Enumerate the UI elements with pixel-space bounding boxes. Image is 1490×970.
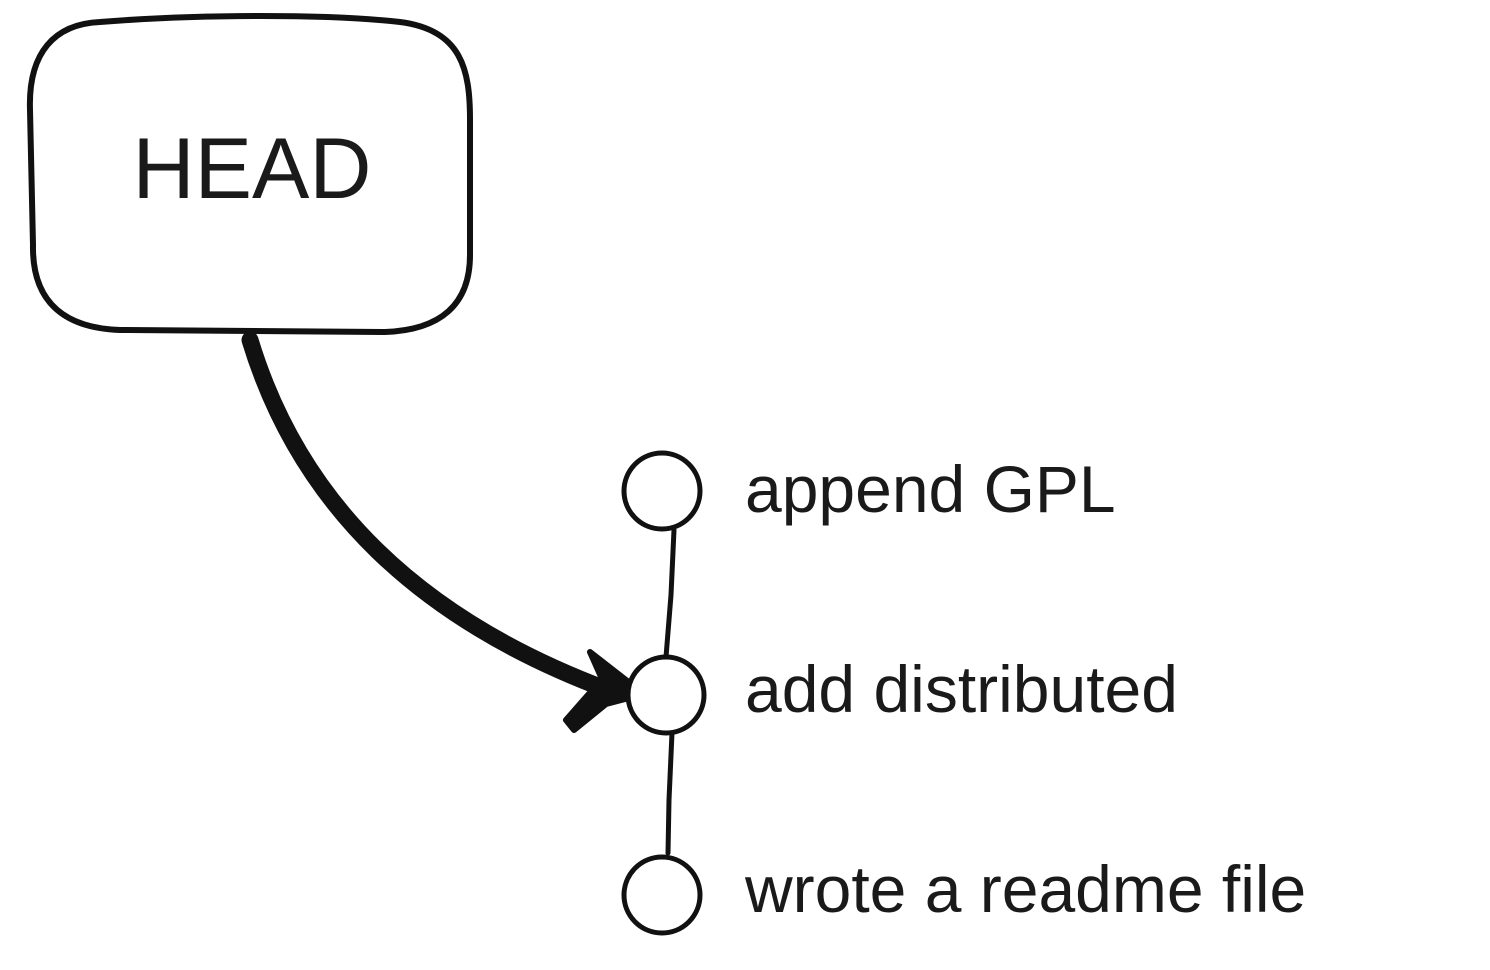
head-arrow-tip (563, 649, 647, 733)
head-label: HEAD (133, 121, 372, 217)
commit-append-gpl: append GPL (621, 450, 1116, 532)
commit-link-top (663, 527, 677, 660)
commit-node (625, 654, 707, 736)
commit-history: append GPL add distributed wrote a readm… (621, 450, 1306, 936)
commit-node (621, 450, 703, 532)
head-arrow (241, 331, 647, 733)
commit-node (621, 854, 703, 936)
commit-message: append GPL (745, 452, 1116, 526)
commit-add-distributed: add distributed (625, 652, 1178, 736)
commit-message: wrote a readme file (744, 852, 1306, 926)
head-box (26, 13, 473, 335)
head-arrow-shaft (241, 331, 617, 699)
commit-wrote-a-readme-file: wrote a readme file (621, 852, 1306, 936)
commit-link-bottom (665, 730, 675, 856)
commit-message: add distributed (745, 652, 1178, 726)
head-pointer: HEAD (26, 13, 473, 335)
